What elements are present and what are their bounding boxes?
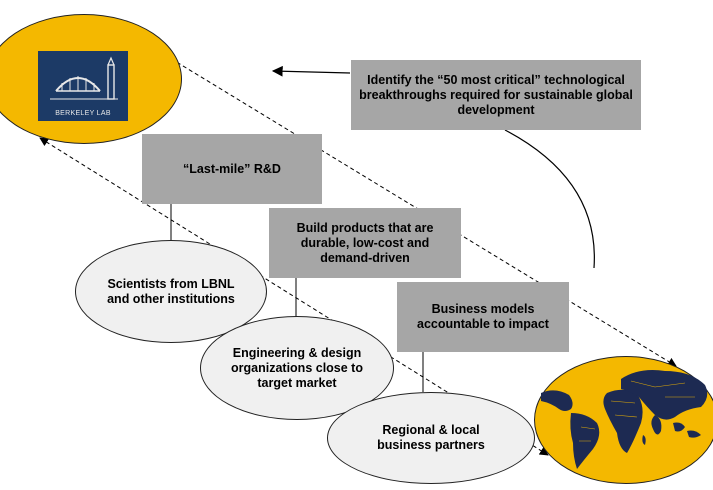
last-mile-rd-box: “Last-mile” R&D [142,134,322,204]
identify-breakthroughs-box: Identify the “50 most critical” technolo… [351,60,641,130]
scientists-ellipse: Scientists from LBNL and other instituti… [75,240,267,343]
identify-breakthroughs-text: Identify the “50 most critical” technolo… [359,72,633,117]
regional-partners-ellipse: Regional & local business partners [327,392,535,484]
logo-text: BERKELEY LAB [55,110,111,117]
world-ellipse [534,356,713,484]
arrow-to-lab [271,65,351,77]
build-products-box: Build products that are durable, low-cos… [269,208,461,278]
berkeley-lab-logo: BERKELEY LAB [38,51,128,121]
dashed-arrow-upper [164,54,677,367]
scientists-text: Scientists from LBNL and other instituti… [107,276,235,306]
world-map-icon [541,370,708,469]
last-mile-rd-text: “Last-mile” R&D [183,161,281,176]
business-models-box: Business models accountable to impact [397,282,569,352]
curved-connector [504,129,595,269]
business-models-text: Business models accountable to impact [417,302,549,331]
lab-building-icon [50,56,118,100]
build-products-text: Build products that are durable, low-cos… [296,220,434,265]
regional-partners-text: Regional & local business partners [377,423,485,452]
engineering-text: Engineering & design organizations close… [231,345,363,390]
